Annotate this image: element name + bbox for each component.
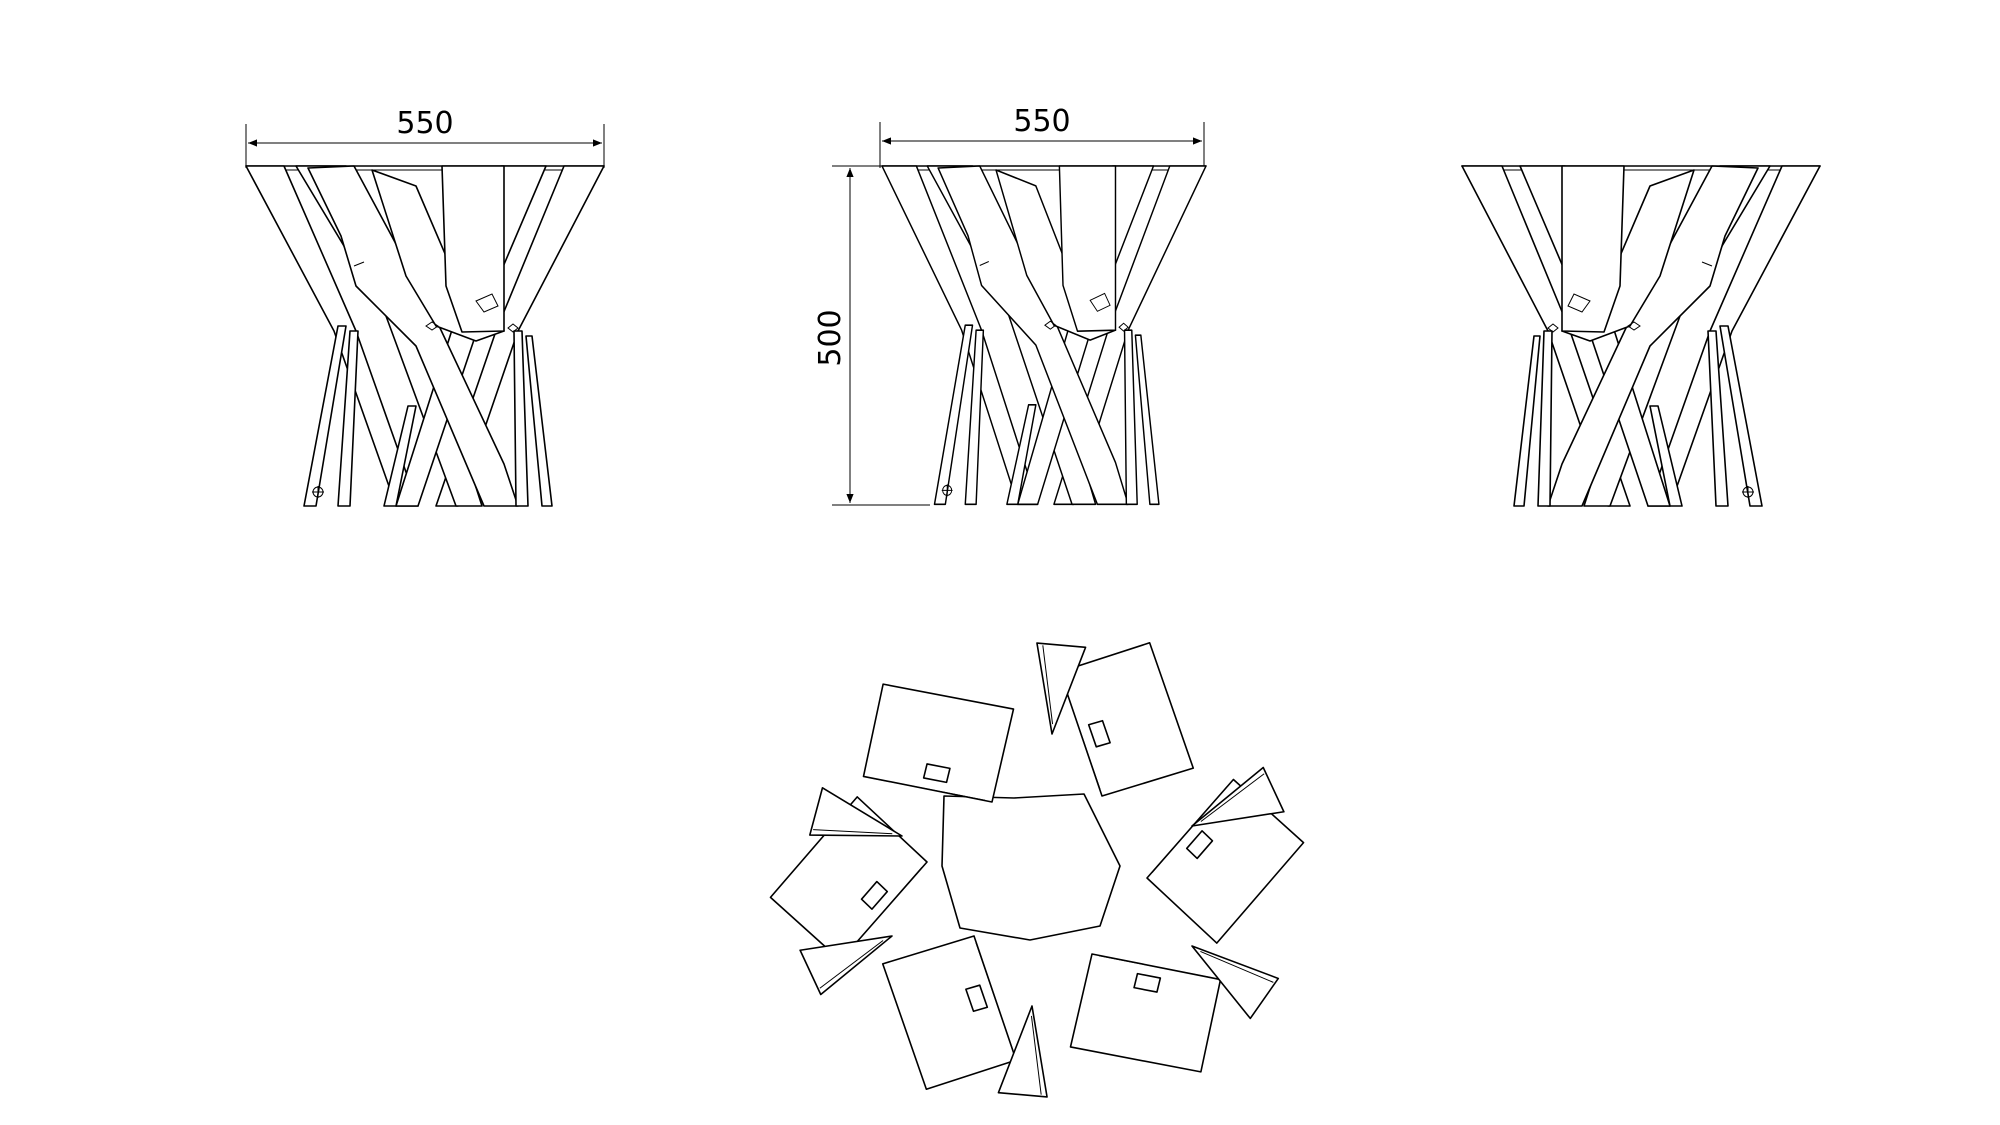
- width-dimension-side: 550: [879, 104, 1205, 168]
- top-view: [760, 609, 1314, 1123]
- rear-view: [1461, 165, 1821, 507]
- side-view: 550 500: [813, 104, 1207, 506]
- height-label: 500: [813, 309, 848, 366]
- front-view: 550: [245, 106, 605, 507]
- height-dimension: 500: [813, 165, 930, 506]
- width-label: 550: [396, 106, 453, 141]
- side-width-label: 550: [1013, 104, 1070, 139]
- width-dimension: 550: [245, 106, 605, 168]
